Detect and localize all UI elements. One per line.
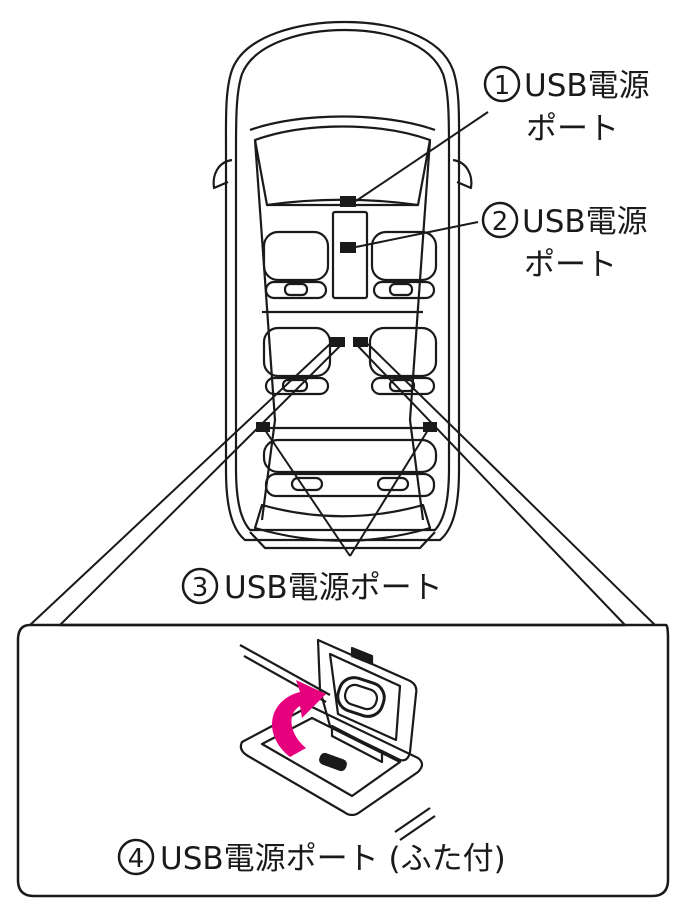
front-seat-right-headrest bbox=[388, 282, 414, 297]
marker-number-3: 3 bbox=[192, 573, 209, 603]
marker-number-1: 1 bbox=[494, 71, 511, 101]
detail-callout: 4 USB電源ポート (ふた付) bbox=[16, 623, 670, 898]
port-lid-inner bbox=[328, 652, 402, 742]
port-3-marker-right bbox=[353, 337, 368, 347]
funnel-right-outer bbox=[367, 343, 656, 626]
funnel-right-inner bbox=[355, 343, 626, 626]
car-rear-bumper bbox=[249, 531, 436, 550]
front-seat-right bbox=[370, 230, 438, 282]
usb-port-lid-illustration bbox=[239, 638, 436, 841]
center-console bbox=[331, 210, 369, 300]
port-lid bbox=[316, 638, 418, 762]
lid-support bbox=[330, 724, 384, 764]
port-base-plate-inner bbox=[260, 716, 402, 798]
port-2-label-line2: ポート bbox=[524, 247, 617, 283]
marker-number-2: 2 bbox=[492, 207, 509, 237]
front-seat-left bbox=[262, 230, 330, 282]
car-body-inner-line bbox=[234, 28, 451, 532]
port-markers bbox=[256, 196, 437, 432]
port-base-plate bbox=[239, 704, 424, 817]
port-3-marker-rear-left bbox=[256, 422, 270, 432]
third-row-headrest-left bbox=[290, 476, 324, 492]
port-2-marker bbox=[340, 242, 356, 253]
open-lid-arrow-icon bbox=[272, 680, 326, 757]
car-windshield bbox=[253, 125, 432, 207]
third-row-headrest-right bbox=[376, 476, 410, 492]
second-seat-right bbox=[368, 326, 438, 378]
car-mirror-left bbox=[212, 158, 233, 190]
marker-circle-4 bbox=[117, 838, 155, 876]
leader-port-1 bbox=[355, 111, 489, 202]
lid-hinge-knob-inner bbox=[343, 683, 379, 711]
label-port-2: 2 USB電源 ポート bbox=[481, 201, 648, 283]
trim-line-top bbox=[239, 644, 331, 696]
label-port-3: 3 USB電源ポート bbox=[181, 567, 443, 606]
leader-port-3-rear-right bbox=[349, 429, 429, 557]
port-2-label-line1: USB電源 bbox=[522, 204, 648, 240]
usb-c-slot bbox=[319, 752, 347, 772]
front-seat-left-back bbox=[264, 280, 328, 300]
funnel-left-inner bbox=[59, 343, 343, 626]
leader-port-2 bbox=[355, 221, 479, 248]
port-3-marker-rear-right bbox=[423, 422, 437, 432]
lid-tab bbox=[350, 646, 374, 666]
funnel-left-outer bbox=[29, 343, 331, 626]
label-port-1: 1 USB電源 ポート bbox=[483, 65, 650, 147]
second-seat-left-back bbox=[264, 376, 330, 396]
third-row-bench-back bbox=[264, 472, 436, 498]
car-mirror-right bbox=[452, 158, 473, 190]
marker-circle-1 bbox=[483, 65, 521, 103]
port-1-label-line1: USB電源 bbox=[524, 68, 650, 104]
leader-lines bbox=[29, 111, 656, 626]
marker-number-4: 4 bbox=[128, 844, 145, 874]
trim-line-bottom-2 bbox=[399, 815, 436, 841]
leader-port-3-rear-left bbox=[264, 429, 351, 557]
car-hood-line bbox=[249, 115, 436, 132]
port-4-label: USB電源ポート (ふた付) bbox=[160, 841, 506, 877]
third-row-bench bbox=[262, 438, 438, 474]
car-rear-window bbox=[253, 503, 432, 542]
front-seat-right-back bbox=[372, 280, 436, 300]
front-seat-left-headrest bbox=[283, 282, 309, 297]
port-3-label: USB電源ポート bbox=[224, 570, 443, 606]
port-3-marker-left bbox=[330, 337, 345, 347]
lid-hinge-knob bbox=[336, 676, 386, 718]
port-1-label-line2: ポート bbox=[526, 111, 619, 147]
marker-circle-2 bbox=[481, 201, 519, 239]
port-1-marker bbox=[340, 196, 356, 207]
marker-circle-3 bbox=[181, 567, 219, 605]
trim-line-bottom bbox=[394, 807, 431, 833]
car-top-view bbox=[212, 20, 473, 550]
